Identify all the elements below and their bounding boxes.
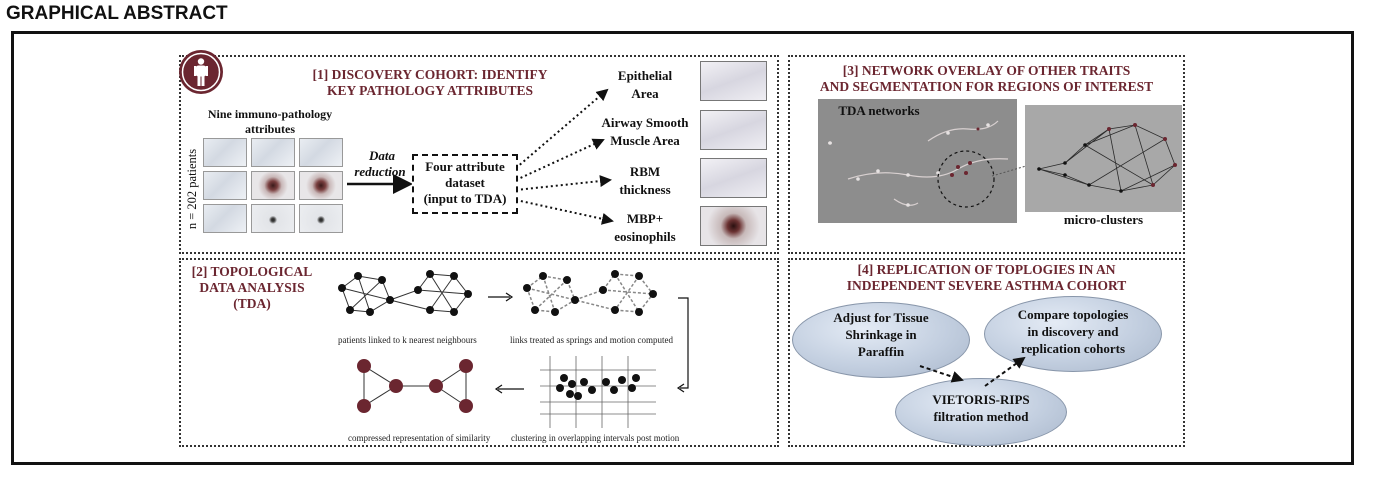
output-mbp-line2: eosinophils (614, 229, 676, 244)
panel3-title-line1: [3] NETWORK OVERLAY OF OTHER TRAITS (842, 63, 1131, 78)
panel-network-overlay (788, 55, 1185, 254)
compressed-network-diagram (357, 359, 473, 413)
abstract-frame (11, 31, 1354, 465)
arrow-knn-to-springs (488, 292, 514, 302)
arrow-clustering-to-compressed (494, 384, 524, 394)
vr-line1: VIETORIS-RIPS (932, 392, 1030, 407)
arrow-springs-to-clustering (676, 297, 689, 393)
adjust-line3: Paraffin (857, 344, 905, 359)
attribute-thumbnail (203, 171, 247, 200)
vr-line2: filtration method (933, 409, 1029, 424)
output-epithelial-line1: Epithelial (617, 68, 673, 83)
attribute-thumbnail (251, 204, 295, 233)
caption-springs: links treated as springs and motion comp… (510, 335, 673, 345)
adjust-shrinkage-ellipse (792, 302, 970, 378)
output-mbp-line1: MBP+ (626, 211, 664, 226)
attribute-thumbnail (203, 204, 247, 233)
panel2-title-line2: DATA ANALYSIS (199, 280, 305, 295)
compare-line3: replication cohorts (1020, 341, 1126, 356)
springs-network-diagram (523, 270, 657, 316)
person-icon (179, 50, 223, 94)
panel2-title-line3: (TDA) (233, 296, 271, 311)
caption-compressed: compressed representation of similarity (348, 433, 491, 443)
attribute-thumbnail (299, 204, 343, 233)
graphical-abstract-heading: GRAPHICAL ABSTRACT (6, 3, 228, 24)
panel4-title-line1: [4] REPLICATION OF TOPLOGIES IN AN (857, 262, 1116, 277)
clustering-grid-diagram (540, 356, 656, 428)
knn-network-diagram (338, 270, 472, 316)
caption-clustering: clustering in overlapping intervals post… (511, 433, 680, 443)
output-asm-line1: Airway Smooth (601, 115, 689, 130)
attribute-thumbnail (203, 138, 247, 167)
tda-network-graphic (828, 120, 1009, 208)
eosinophil-image (700, 206, 767, 246)
airway-smooth-muscle-image (700, 110, 767, 150)
panel-topological-data-analysis (179, 258, 779, 447)
tda-networks-panel (818, 99, 1017, 223)
dataset-line3: (input to TDA) (423, 191, 507, 206)
panel1-title-line1: [1] DISCOVERY COHORT: IDENTIFY (312, 67, 548, 82)
epithelial-image (700, 61, 767, 101)
panel-discovery-cohort (179, 55, 779, 254)
panel3-title-line2: AND SEGMENTATION FOR REGIONS OF INTEREST (819, 79, 1154, 94)
vietoris-rips-ellipse (895, 378, 1067, 446)
caption-knn: patients linked to k nearest neighbours (338, 335, 477, 345)
attributes-label-line1: Nine immuno-pathology (207, 107, 333, 121)
micro-clusters-graphic (1037, 123, 1177, 193)
adjust-line2: Shrinkage in (845, 327, 917, 342)
attribute-thumbnail (299, 171, 343, 200)
attribute-thumbnail (251, 171, 295, 200)
output-rbm-line1: RBM (629, 164, 661, 179)
adjust-line1: Adjust for Tissue (833, 310, 929, 325)
attributes-label-line2: attributes (245, 122, 295, 136)
panel1-title-line2: KEY PATHOLOGY ATTRIBUTES (326, 83, 534, 98)
output-asm-line2: Muscle Area (610, 133, 680, 148)
rbm-image (700, 158, 767, 198)
panel2-title-line1: [2] TOPOLOGICAL (191, 264, 313, 279)
panel4-title-line2: INDEPENDENT SEVERE ASTHMA COHORT (846, 278, 1127, 293)
compare-line1: Compare topologies (1017, 307, 1129, 322)
dataset-line1: Four attribute (425, 159, 505, 174)
micro-clusters-panel (1025, 105, 1182, 212)
attribute-thumbnail (251, 138, 295, 167)
compare-line2: in discovery and (1027, 324, 1119, 339)
output-epithelial-line2: Area (631, 86, 659, 101)
tda-networks-label: TDA networks (838, 103, 920, 118)
four-attribute-dataset-box (412, 154, 518, 214)
data-reduction-line1: Data (369, 148, 395, 163)
attribute-thumbnail (299, 138, 343, 167)
data-reduction-line2: reduction (354, 164, 406, 179)
micro-clusters-label: micro-clusters (1063, 212, 1144, 227)
dataset-line2: dataset (445, 175, 485, 190)
panel-replication (788, 258, 1185, 447)
output-rbm-line2: thickness (619, 182, 671, 197)
